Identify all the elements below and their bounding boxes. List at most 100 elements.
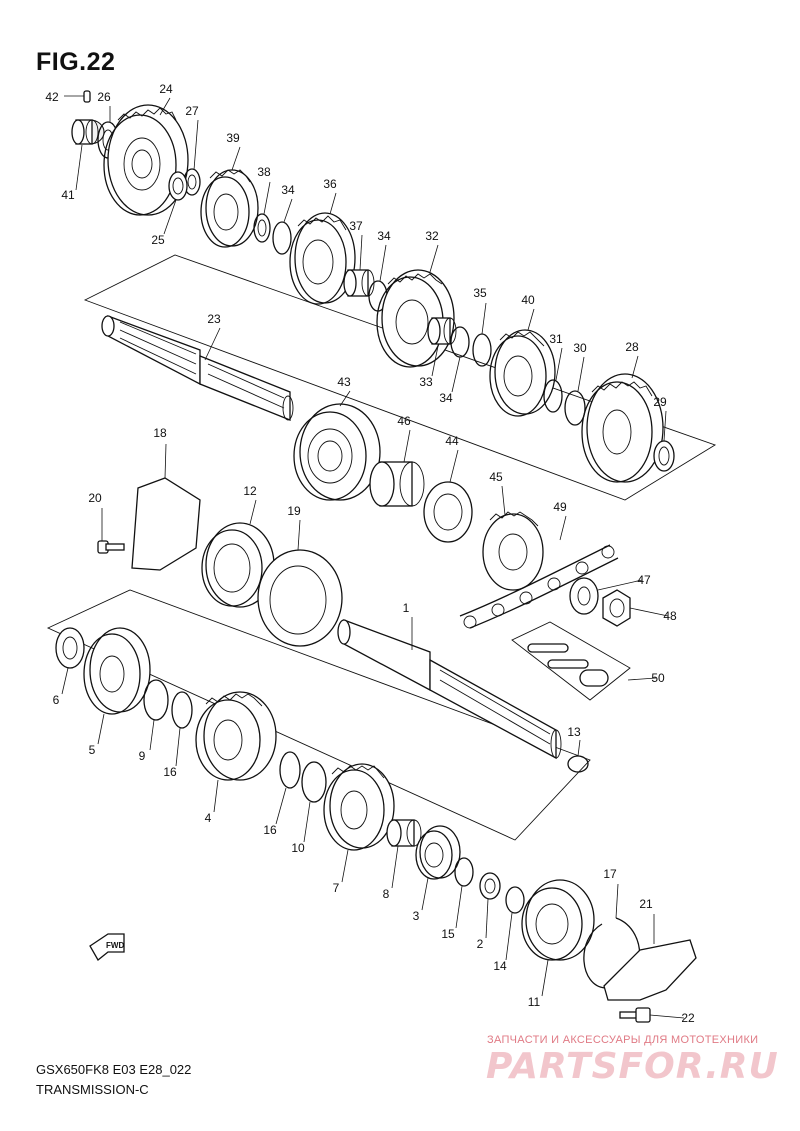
part-20-bolt — [97, 540, 125, 554]
leader-line-p34b — [379, 244, 387, 282]
callout-p1: 1 — [403, 601, 410, 615]
part-1-driveshaft — [337, 619, 562, 760]
callout-p12: 12 — [243, 484, 257, 498]
callout-p20: 20 — [88, 491, 102, 505]
leader-line-p30 — [577, 356, 585, 392]
callout-p21: 21 — [639, 897, 653, 911]
part-16-circlip-b — [279, 751, 301, 789]
callout-p23: 23 — [207, 312, 221, 326]
leader-line-p35 — [481, 302, 487, 335]
callout-p44: 44 — [445, 434, 459, 448]
callout-p16b: 16 — [263, 823, 277, 837]
leader-line-p34c — [451, 356, 461, 393]
callout-p8: 8 — [383, 887, 390, 901]
callout-p39: 39 — [226, 131, 240, 145]
leader-line-p47 — [597, 579, 643, 591]
leader-line-p28 — [631, 355, 639, 379]
callout-p34c: 34 — [439, 391, 453, 405]
callout-p50: 50 — [651, 671, 665, 685]
leader-line-p37 — [359, 234, 363, 271]
leader-line-p16a — [175, 727, 181, 767]
callout-p10: 10 — [291, 841, 305, 855]
callout-p33: 33 — [419, 375, 433, 389]
callout-p35: 35 — [473, 286, 487, 300]
part-2-washer — [479, 872, 501, 900]
leader-line-p38 — [263, 181, 271, 215]
part-19-retainer — [257, 549, 343, 647]
callout-p32: 32 — [425, 229, 439, 243]
leader-line-p14 — [505, 912, 513, 961]
leader-line-p9 — [149, 719, 155, 751]
part-24-gear — [103, 104, 189, 216]
leader-line-p8 — [391, 845, 399, 889]
part-30-circlip — [564, 390, 586, 426]
leader-line-p33 — [431, 345, 439, 377]
callout-p36: 36 — [323, 177, 337, 191]
leader-line-p48 — [629, 607, 669, 617]
leader-line-p34a — [283, 198, 293, 223]
part-33-bushing — [427, 317, 457, 345]
leader-line-p40 — [527, 308, 535, 331]
callout-p16a: 16 — [163, 765, 177, 779]
part-4-gear — [195, 691, 277, 781]
callout-p47: 47 — [637, 573, 651, 587]
part-29-bushing — [653, 440, 675, 472]
callout-p26: 26 — [97, 90, 111, 104]
leader-line-p4 — [213, 779, 219, 813]
part-28-gear — [581, 373, 664, 483]
callout-p48: 48 — [663, 609, 677, 623]
callout-p7: 7 — [333, 881, 340, 895]
callout-p40: 40 — [521, 293, 535, 307]
leader-line-p18 — [164, 443, 167, 479]
part-12-bearing — [201, 522, 275, 608]
leader-line-p22 — [649, 1014, 685, 1019]
part-21-retainer-plate — [603, 939, 697, 1001]
part-37-bearing — [343, 269, 375, 297]
leader-line-p50 — [627, 677, 657, 681]
part-35-washer — [472, 333, 492, 367]
callout-p29: 29 — [653, 395, 667, 409]
part-16-circlip-a — [171, 691, 193, 729]
callout-p45: 45 — [489, 470, 503, 484]
callout-p6: 6 — [53, 693, 60, 707]
part-47-washer — [569, 577, 599, 615]
part-36-gear — [289, 212, 356, 305]
callout-p3: 3 — [413, 909, 420, 923]
leader-line-p16b — [275, 787, 287, 825]
leader-line-p3 — [421, 877, 429, 911]
part-49-chain — [459, 544, 619, 629]
callout-p28: 28 — [625, 340, 639, 354]
callout-p43: 43 — [337, 375, 351, 389]
part-15-circlip — [454, 857, 474, 887]
leader-line-p27 — [193, 119, 199, 171]
part-38-washer — [253, 213, 271, 243]
callout-p27: 27 — [185, 104, 199, 118]
part-9-washer — [143, 679, 169, 721]
callout-p37: 37 — [349, 219, 363, 233]
callout-p9: 9 — [139, 749, 146, 763]
part-11-bearing — [521, 879, 595, 961]
callout-p14: 14 — [493, 959, 507, 973]
part-45-sprocket — [482, 511, 544, 591]
watermark-tagline: ЗАПЧАСТИ И АКСЕССУАРЫ ДЛЯ МОТОТЕХНИКИ — [487, 1034, 759, 1046]
leader-line-p39 — [231, 146, 241, 171]
leader-line-p46 — [403, 429, 411, 463]
callout-p18: 18 — [153, 426, 167, 440]
part-41-bearing — [71, 119, 105, 145]
part-3-gear — [415, 825, 461, 880]
callout-p31: 31 — [549, 332, 563, 346]
callout-p19: 19 — [287, 504, 301, 518]
watermark-logo: PARTSFOR.RU — [486, 1046, 779, 1087]
callout-p17: 17 — [603, 867, 617, 881]
part-39-gear — [200, 169, 259, 248]
forward-direction-badge: FWD — [89, 933, 125, 961]
leader-line-p13 — [577, 739, 581, 757]
figure-name: TRANSMISSION-C — [36, 1082, 149, 1097]
part-31-washer — [543, 379, 563, 413]
callout-p46: 46 — [397, 414, 411, 428]
leader-line-p25 — [163, 199, 177, 235]
leader-line-p17 — [615, 883, 619, 919]
figure-code: GSX650FK8 E03 E28_022 — [36, 1062, 192, 1077]
callout-p13: 13 — [567, 725, 581, 739]
